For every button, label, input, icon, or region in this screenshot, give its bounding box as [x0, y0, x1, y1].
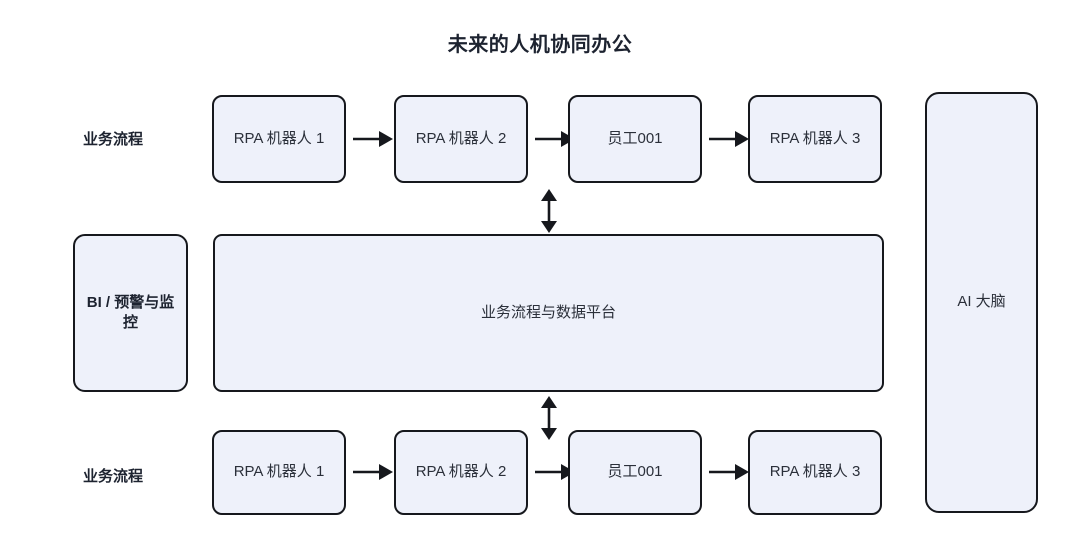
double-arrow-vertical-icon [534, 396, 564, 440]
row-label-top-process: 业务流程 [82, 131, 143, 148]
node-top-rpa-1[interactable]: RPA 机器人 1 [212, 95, 346, 183]
node-bottom-rpa-2[interactable]: RPA 机器人 2 [394, 430, 528, 515]
node-top-employee-001[interactable]: 员工001 [568, 95, 702, 183]
node-top-rpa-2[interactable]: RPA 机器人 2 [394, 95, 528, 183]
row-label-bottom-process: 业务流程 [82, 468, 143, 485]
arrow-right-icon [350, 459, 396, 485]
node-bottom-rpa-1[interactable]: RPA 机器人 1 [212, 430, 346, 515]
arrow-right-icon [350, 126, 396, 152]
node-process-data-platform[interactable]: 业务流程与数据平台 [213, 234, 884, 392]
node-top-rpa-3[interactable]: RPA 机器人 3 [748, 95, 882, 183]
node-ai-brain[interactable]: AI 大脑 [925, 92, 1038, 513]
node-bi-monitoring[interactable]: BI / 预警与监控 [73, 234, 188, 392]
arrow-right-icon [706, 126, 752, 152]
double-arrow-vertical-icon [534, 189, 564, 233]
page-title: 未来的人机协同办公 [447, 34, 633, 56]
node-bottom-employee-001[interactable]: 员工001 [568, 430, 702, 515]
arrow-right-icon [706, 459, 752, 485]
node-bottom-rpa-3[interactable]: RPA 机器人 3 [748, 430, 882, 515]
